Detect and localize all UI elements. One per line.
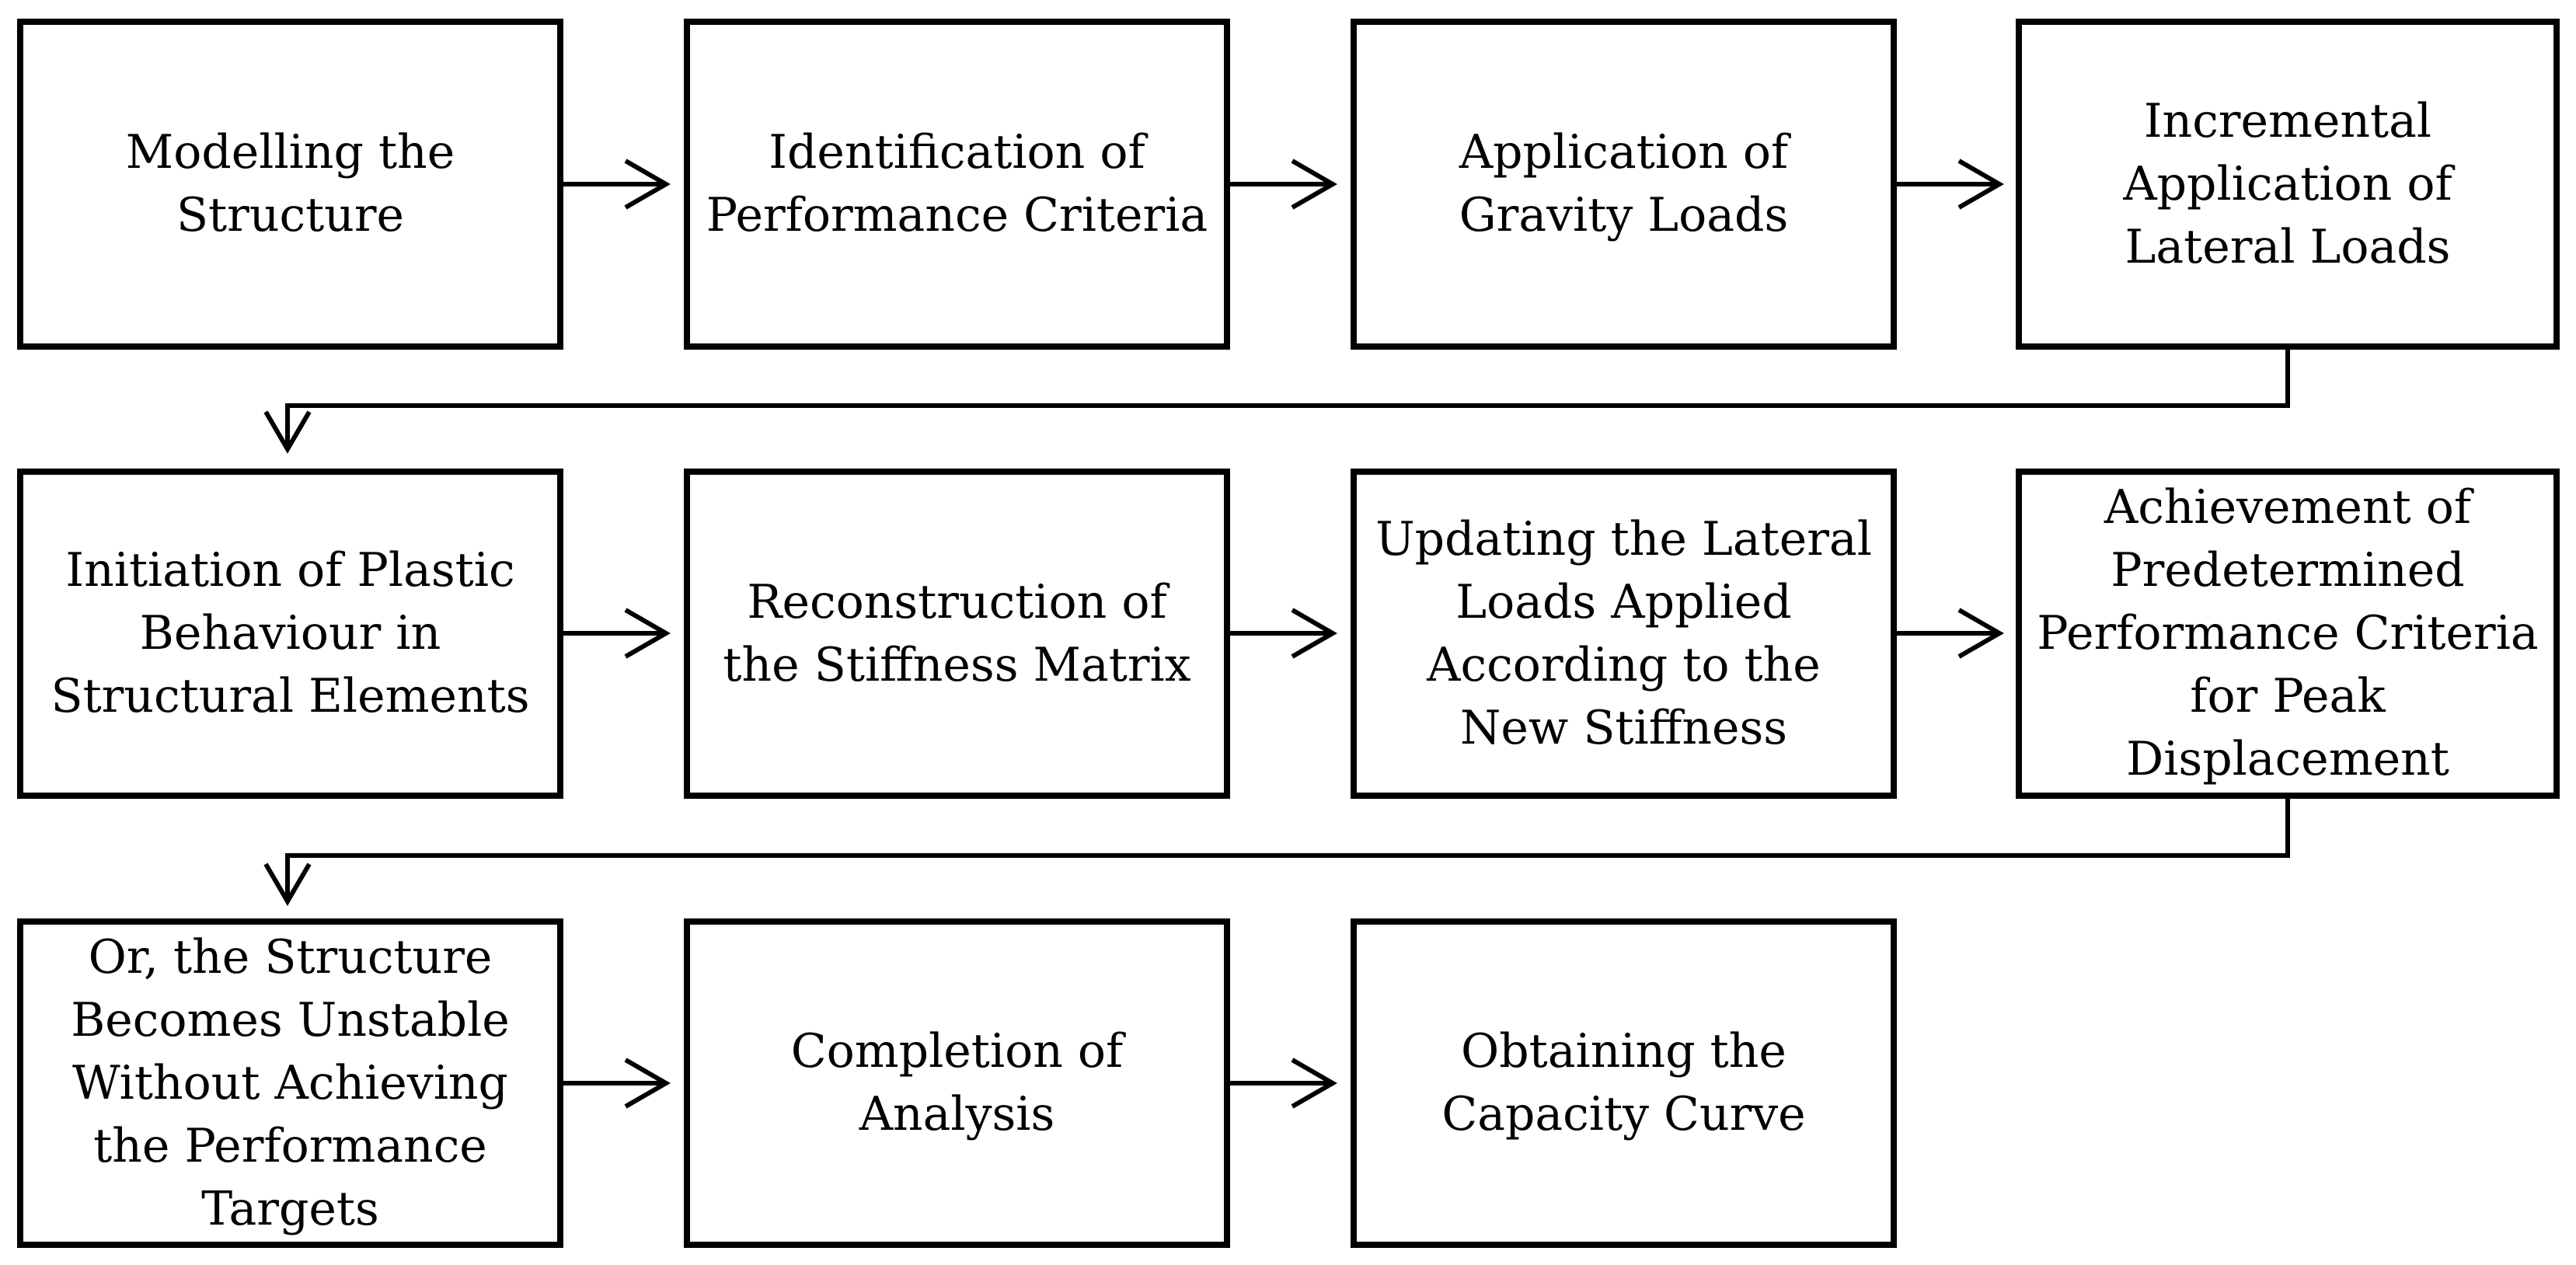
step-incremental-application-of-lateral-loads: Incremental Application of Lateral Loads bbox=[2016, 19, 2560, 350]
step-label: Or, the Structure Becomes Unstable Witho… bbox=[71, 929, 510, 1236]
arrow-step-1-to-2 bbox=[563, 159, 671, 210]
step-initiation-of-plastic-behaviour: Initiation of Plastic Behaviour in Struc… bbox=[17, 469, 563, 799]
arrow-step-9-to-10 bbox=[563, 1058, 671, 1109]
arrow-step-8-to-9 bbox=[263, 799, 2290, 906]
arrow-step-5-to-6 bbox=[563, 608, 671, 659]
step-label: Updating the Lateral Loads Applied Accor… bbox=[1375, 511, 1872, 755]
step-label: Modelling the Structure bbox=[125, 125, 455, 242]
step-label: Reconstruction of the Stiffness Matrix bbox=[723, 574, 1191, 692]
step-obtaining-the-capacity-curve: Obtaining the Capacity Curve bbox=[1351, 918, 1897, 1248]
step-label: Achievement of Predetermined Performance… bbox=[2037, 480, 2539, 786]
arrow-step-2-to-3 bbox=[1230, 159, 1338, 210]
step-label: Initiation of Plastic Behaviour in Struc… bbox=[51, 543, 530, 723]
step-modelling-the-structure: Modelling the Structure bbox=[17, 19, 563, 350]
step-label: Obtaining the Capacity Curve bbox=[1441, 1024, 1806, 1141]
step-application-of-gravity-loads: Application of Gravity Loads bbox=[1351, 19, 1897, 350]
step-label: Incremental Application of Lateral Loads bbox=[2123, 93, 2452, 274]
step-reconstruction-of-stiffness-matrix: Reconstruction of the Stiffness Matrix bbox=[684, 469, 1230, 799]
arrow-step-4-to-5 bbox=[263, 350, 2290, 454]
step-updating-lateral-loads: Updating the Lateral Loads Applied Accor… bbox=[1351, 469, 1897, 799]
arrow-step-7-to-8 bbox=[1897, 608, 2005, 659]
step-label: Identification of Performance Criteria bbox=[706, 125, 1208, 242]
step-label: Application of Gravity Loads bbox=[1459, 125, 1789, 242]
arrow-step-3-to-4 bbox=[1897, 159, 2005, 210]
step-structure-becomes-unstable: Or, the Structure Becomes Unstable Witho… bbox=[17, 918, 563, 1248]
arrow-step-10-to-11 bbox=[1230, 1058, 1338, 1109]
arrow-step-6-to-7 bbox=[1230, 608, 1338, 659]
step-completion-of-analysis: Completion of Analysis bbox=[684, 918, 1230, 1248]
step-achievement-of-performance-criteria: Achievement of Predetermined Performance… bbox=[2016, 469, 2560, 799]
step-identification-of-performance-criteria: Identification of Performance Criteria bbox=[684, 19, 1230, 350]
step-label: Completion of Analysis bbox=[790, 1024, 1124, 1141]
